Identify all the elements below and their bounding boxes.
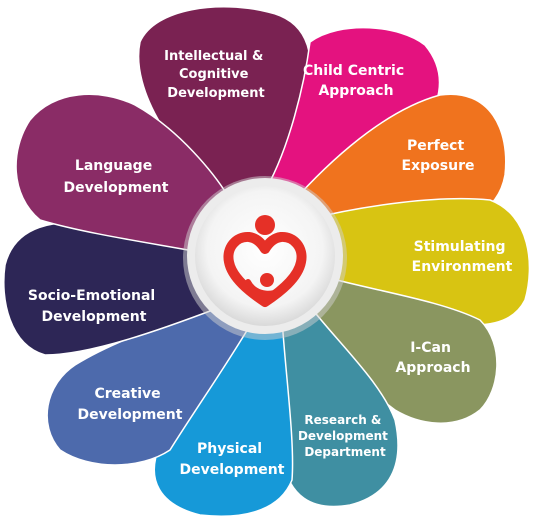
petal-label: Creative Development [78, 386, 183, 423]
petal-shape [15, 93, 229, 256]
label-line-1: Research & [304, 413, 381, 427]
petal-label: Intellectual & Cognitive Development [164, 49, 268, 101]
label-line-1: Intellectual & [164, 49, 263, 64]
heart-family-icon [223, 215, 307, 307]
label-line-1: Perfect [407, 138, 465, 154]
petal-label: Language Development [64, 158, 169, 196]
label-line-2: Cognitive [179, 67, 249, 82]
label-line-2: Development [42, 309, 147, 325]
petal-label: Stimulating Environment [412, 239, 513, 275]
petal-label: Socio-Emotional Development [28, 288, 160, 325]
label-line-3: Development [167, 86, 264, 101]
label-line-1: Language [75, 158, 152, 174]
label-line-1: Child Centric [303, 63, 404, 79]
petal-label: Child Centric Approach [303, 63, 409, 99]
petal-language: Language Development [15, 93, 229, 256]
label-line-2: Approach [318, 83, 393, 99]
label-line-1: Creative [94, 386, 160, 402]
label-line-2: Development [298, 429, 388, 443]
center-hub [183, 176, 347, 340]
petal-creative: Creative Development [46, 307, 254, 466]
label-line-2: Development [64, 180, 169, 196]
petal-child-centric: Child Centric Approach [260, 26, 441, 206]
petal-physical: Physical Development [153, 317, 294, 517]
label-line-2: Development [180, 462, 285, 478]
label-line-2: Exposure [402, 158, 475, 174]
hub-disc [195, 186, 335, 326]
petal-perfect-exposure: Perfect Exposure [288, 93, 507, 229]
petal-socio-emotional: Socio-Emotional Development [3, 221, 219, 356]
petal-label: Physical Development [180, 441, 285, 478]
label-line-3: Department [304, 445, 386, 459]
label-line-1: Socio-Emotional [28, 288, 155, 304]
petal-label: Perfect Exposure [402, 138, 475, 174]
label-line-1: I-Can [410, 340, 451, 356]
petal-i-can: I-Can Approach [304, 274, 498, 424]
petal-research: Research & Development Department [277, 298, 399, 508]
label-line-1: Stimulating [414, 239, 506, 255]
petal-label: Research & Development Department [298, 413, 392, 459]
label-line-2: Approach [395, 360, 470, 376]
petal-label: I-Can Approach [395, 340, 470, 376]
label-line-2: Environment [412, 259, 513, 275]
label-line-1: Physical [197, 441, 262, 457]
label-line-2: Development [78, 407, 183, 423]
